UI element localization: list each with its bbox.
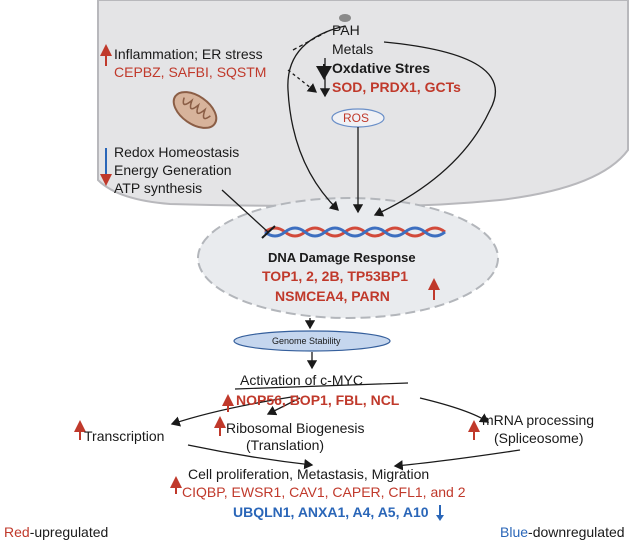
- transcription-label: Transcription: [84, 428, 165, 444]
- pah-particle-icon: [339, 14, 351, 22]
- myc-title: Activation of c-MYC: [240, 372, 363, 388]
- legend-blue-rest: -downregulated: [528, 524, 625, 540]
- legend-upregulated: Red-upregulated: [4, 524, 108, 540]
- legend-blue-word: Blue: [500, 524, 529, 540]
- outcome-title: Cell proliferation, Metastasis, Migratio…: [188, 466, 430, 482]
- energy-label: Energy Generation: [114, 162, 232, 178]
- legend-red-rest: -upregulated: [29, 524, 109, 540]
- legend-red-word: Red: [4, 524, 30, 540]
- dna-strand-blue: [264, 226, 446, 238]
- genome-stability-label: Genome Stability: [272, 336, 341, 346]
- inflammation-label: Inflammation; ER stress: [114, 46, 263, 62]
- oxidative-genes: SOD, PRDX1, GCTs: [332, 79, 461, 95]
- outcome-down-genes: UBQLN1, ANXA1, A4, A5, A10: [233, 504, 429, 520]
- dna-strand-red: [264, 226, 446, 238]
- ddr-title: DNA Damage Response: [268, 250, 416, 265]
- atp-label: ATP synthesis: [114, 180, 203, 196]
- pah-label: PAH: [332, 22, 360, 38]
- metals-label: Metals: [332, 41, 374, 57]
- ddr-genes-line1: TOP1, 2, 2B, TP53BP1: [262, 268, 409, 284]
- redox-label: Redox Homeostasis: [114, 144, 240, 160]
- mrna-label-1: mRNA processing: [482, 412, 595, 428]
- oxidative-stress-label: Oxdative Stres: [332, 60, 431, 76]
- inflammation-genes: CEPBZ, SAFBI, SQSTM: [114, 64, 267, 80]
- legend-downregulated: Blue-downregulated: [500, 524, 625, 540]
- ribosomal-label-1: Ribosomal Biogenesis: [226, 420, 365, 436]
- ddr-genes-line2: NSMCEA4, PARN: [275, 288, 390, 304]
- ros-label: ROS: [343, 111, 370, 125]
- myc-genes: NOP56, BOP1, FBL, NCL: [236, 392, 400, 408]
- ribosomal-label-2: (Translation): [246, 437, 325, 453]
- inhibition-bar: [261, 225, 276, 239]
- mitochondrion-icon: [172, 91, 218, 129]
- genome-stability-ellipse: [233, 330, 391, 352]
- mrna-label-2: (Spliceosome): [494, 430, 584, 446]
- outcome-up-genes: CIQBP, EWSR1, CAV1, CAPER, CFL1, and 2: [182, 484, 466, 500]
